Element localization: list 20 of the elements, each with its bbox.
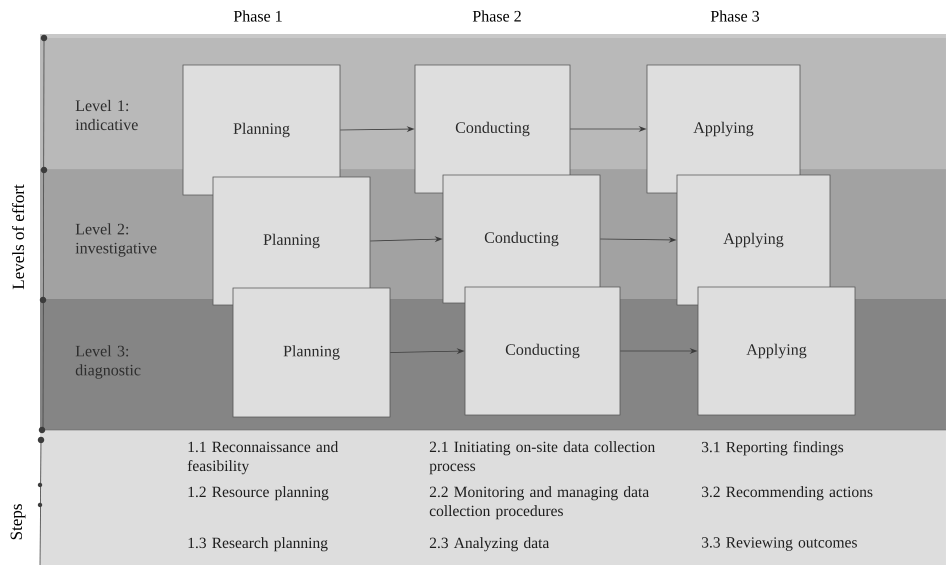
process-box: Planning <box>232 288 390 418</box>
step-item: 1.3 Research planning <box>188 537 328 552</box>
step-item: 1.2 Resource planning <box>188 486 329 500</box>
step-item: 1.1 Reconnaissance and feasibility <box>188 441 338 474</box>
level-label: Level 2: investigative <box>76 223 156 257</box>
level-label: Level 3: diagnostic <box>76 345 140 379</box>
phase-heading: Phase 2 <box>472 10 521 22</box>
process-box: Applying <box>698 286 856 416</box>
phase-heading: Phase 3 <box>710 10 760 22</box>
step-item: 3.2 Recommending actions <box>702 486 872 500</box>
axis-label: Levels of effort <box>12 184 24 290</box>
level-label: Level 1: indicative <box>76 100 138 130</box>
phase-heading: Phase 1 <box>234 10 282 22</box>
step-item: 2.3 Analyzing data <box>430 537 550 552</box>
step-item: 2.2 Monitoring and managing data collection procedures <box>430 486 649 520</box>
process-box: Conducting <box>464 286 620 416</box>
step-item: 3.1 Reporting findings <box>702 441 844 456</box>
step-item: 2.1 Initiating on-site data collection process <box>429 441 655 474</box>
axis-label: Steps <box>10 504 26 540</box>
step-item: 3.3 Reviewing outcomes <box>702 537 857 551</box>
